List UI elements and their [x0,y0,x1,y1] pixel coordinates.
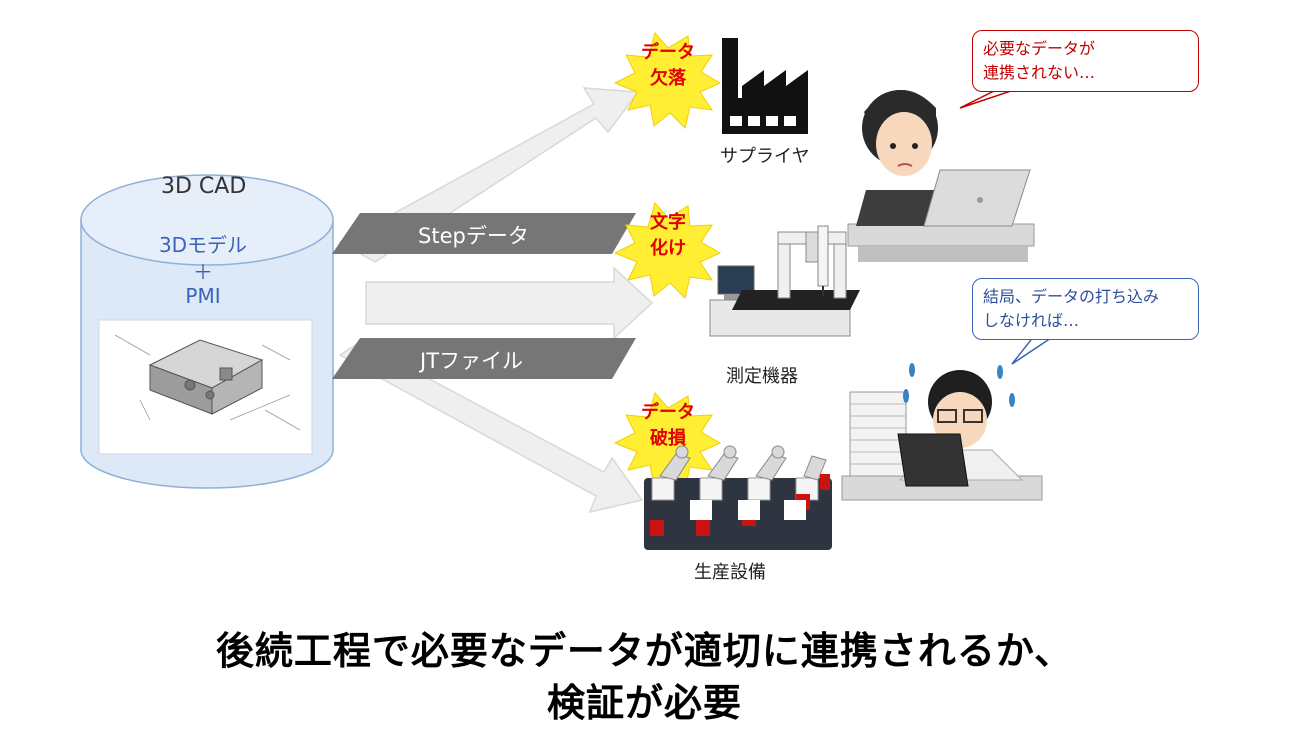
arrow-to-production [338,341,644,514]
burst-middle-icon [613,201,722,299]
burst-top-icon [613,31,722,129]
jt-format-label: JTファイル [420,349,524,373]
cad-database [80,174,334,489]
measuring-machine-icon [709,225,860,337]
stressed-man-illustration [841,363,1043,501]
woman-speech-line-1: 必要なデータが [983,39,1096,58]
issue-middle-label: 文字化け [650,212,686,259]
man-speech-bubble: 結局、データの打ち込み しなければ… [972,278,1199,340]
production-line-icon [644,445,832,550]
flow-arrows [338,87,654,514]
supplier-label: サプライヤ [720,146,810,167]
jt-banner [332,338,636,379]
woman-speech-bubble: 必要なデータが 連携されない… [972,30,1199,92]
measurement-label: 測定機器 [726,366,798,387]
cad-part-icon [148,339,264,415]
footer-line-2: 検証が必要 [546,681,742,725]
cylinder-top [80,174,334,266]
step-banner [332,213,636,254]
cad-dimension-lines [114,334,301,431]
cad-model-label: 3Dモデル [158,233,248,257]
footer-line-1: 後続工程で必要なデータが適切に連携されるか、 [215,629,1074,673]
cad-plus-label: ＋ [193,260,213,284]
man-bubble-tail [1011,335,1057,365]
step-format-label: Stepデータ [418,224,529,248]
cad-title: 3D CAD [161,174,247,199]
production-label: 生産設備 [694,562,766,583]
issue-top-label: データ欠落 [641,42,695,89]
worried-woman-illustration [847,89,1035,262]
arrow-to-measurement [365,266,654,340]
factory-icon [722,38,808,134]
woman-speech-line-2: 連携されない… [983,63,1096,82]
man-speech-line-2: しなければ… [983,311,1080,330]
man-speech-line-1: 結局、データの打ち込み [983,287,1160,306]
cad-pmi-label: PMI [185,284,221,308]
issue-bottom-label: データ破損 [641,402,695,449]
